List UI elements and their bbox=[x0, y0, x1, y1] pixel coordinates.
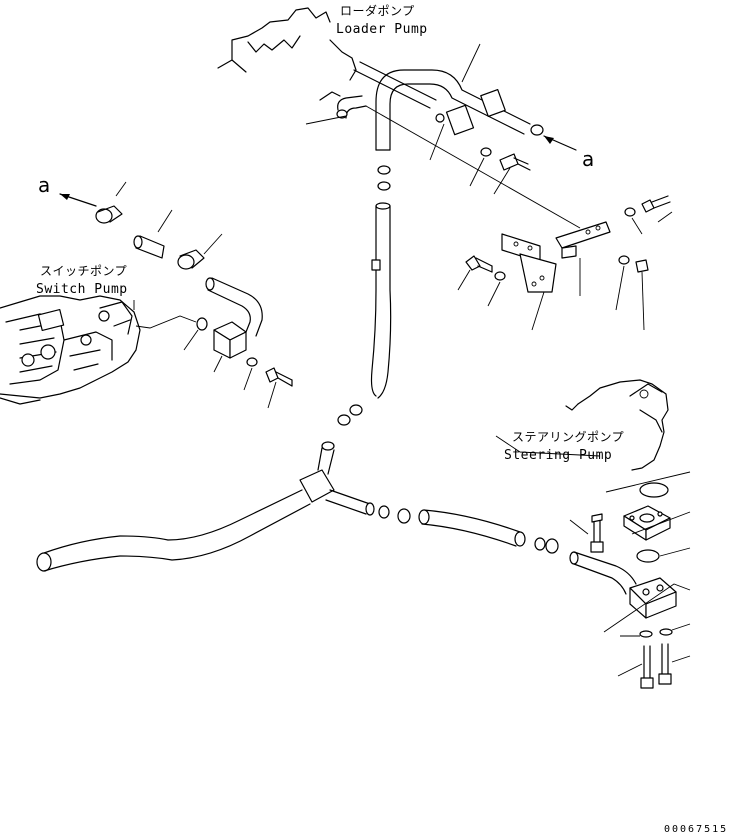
clamp-left-mid bbox=[177, 249, 205, 270]
switch-pump-label-jp: スイッチポンプ bbox=[40, 264, 128, 278]
short-hose-left bbox=[133, 235, 165, 259]
lower-bolts bbox=[639, 628, 673, 689]
clamps-upper bbox=[377, 165, 391, 191]
upper-pipe bbox=[353, 61, 544, 151]
steering-pump-label-en: Steering Pump bbox=[504, 448, 613, 463]
steering-pump-label-jp: ステアリングポンプ bbox=[512, 430, 625, 444]
switch-elbow-pipe bbox=[205, 277, 263, 337]
upper-left-elbow bbox=[336, 95, 367, 119]
steering-pump-outline bbox=[565, 379, 669, 471]
switch-pump-outline bbox=[0, 295, 141, 405]
vertical-hose bbox=[370, 202, 392, 399]
mid-hose bbox=[418, 509, 526, 547]
switch-pump-label-en: Switch Pump bbox=[36, 282, 128, 297]
clamp-left-top bbox=[95, 205, 123, 224]
switch-flange-block bbox=[213, 321, 247, 359]
view-arrow-left bbox=[59, 193, 97, 207]
drawing-code: 00067515 bbox=[664, 824, 729, 835]
clamps-middle bbox=[337, 404, 363, 426]
upper-flange bbox=[623, 505, 671, 541]
loader-pump-outline bbox=[217, 7, 357, 101]
clamps-lower-right bbox=[534, 537, 559, 554]
lower-long-hose bbox=[36, 441, 375, 572]
view-arrow-right bbox=[543, 135, 577, 151]
upper-bolt bbox=[499, 153, 531, 171]
lower-flange bbox=[629, 577, 677, 619]
steering-elbow-pipe bbox=[569, 551, 637, 595]
switch-bolt bbox=[265, 367, 293, 387]
loader-pump-label-en: Loader Pump bbox=[336, 22, 428, 37]
bracket-left bbox=[501, 233, 557, 293]
view-marker-left: a bbox=[38, 173, 51, 197]
flange-bolt bbox=[590, 513, 604, 553]
bracket-right bbox=[555, 221, 611, 259]
loader-pump-label-jp: ローダポンプ bbox=[340, 4, 415, 18]
bracket-bolt-top bbox=[641, 195, 671, 213]
bracket-bolt-left bbox=[465, 255, 493, 273]
view-marker-right: a bbox=[582, 147, 595, 171]
leader-lines bbox=[115, 43, 691, 677]
clamps-lower-mid bbox=[378, 505, 411, 524]
